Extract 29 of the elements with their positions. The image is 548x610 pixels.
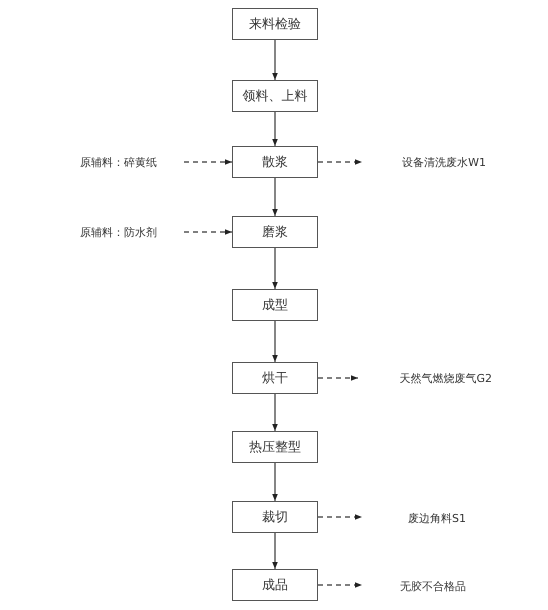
process-box: 成型 bbox=[232, 289, 318, 321]
arrow bbox=[318, 514, 362, 520]
arrow bbox=[272, 40, 278, 80]
arrow bbox=[318, 582, 362, 588]
process-box: 领料、上料 bbox=[232, 80, 318, 112]
arrow bbox=[184, 159, 232, 165]
arrow bbox=[272, 112, 278, 146]
process-box: 裁切 bbox=[232, 501, 318, 533]
flow-label: 原辅料：碎黄纸 bbox=[80, 152, 180, 172]
flow-label: 设备清洗废水W1 bbox=[366, 152, 486, 172]
process-box: 热压整型 bbox=[232, 431, 318, 463]
flow-label: 废边角料S1 bbox=[366, 508, 466, 528]
arrow bbox=[272, 533, 278, 569]
arrow bbox=[272, 463, 278, 501]
flow-label: 原辅料：防水剂 bbox=[80, 222, 180, 242]
arrow bbox=[318, 375, 358, 381]
flow-label: 天然气燃烧废气G2 bbox=[362, 368, 492, 388]
process-box: 烘干 bbox=[232, 362, 318, 394]
arrow bbox=[272, 178, 278, 216]
flow-label: 无胶不合格品 bbox=[366, 576, 466, 596]
arrow bbox=[272, 248, 278, 289]
process-box: 成品 bbox=[232, 569, 318, 601]
process-box: 来料检验 bbox=[232, 8, 318, 40]
arrow bbox=[272, 394, 278, 431]
arrow bbox=[272, 321, 278, 362]
process-box: 散浆 bbox=[232, 146, 318, 178]
arrow bbox=[184, 229, 232, 235]
process-box: 磨浆 bbox=[232, 216, 318, 248]
arrow bbox=[318, 159, 362, 165]
